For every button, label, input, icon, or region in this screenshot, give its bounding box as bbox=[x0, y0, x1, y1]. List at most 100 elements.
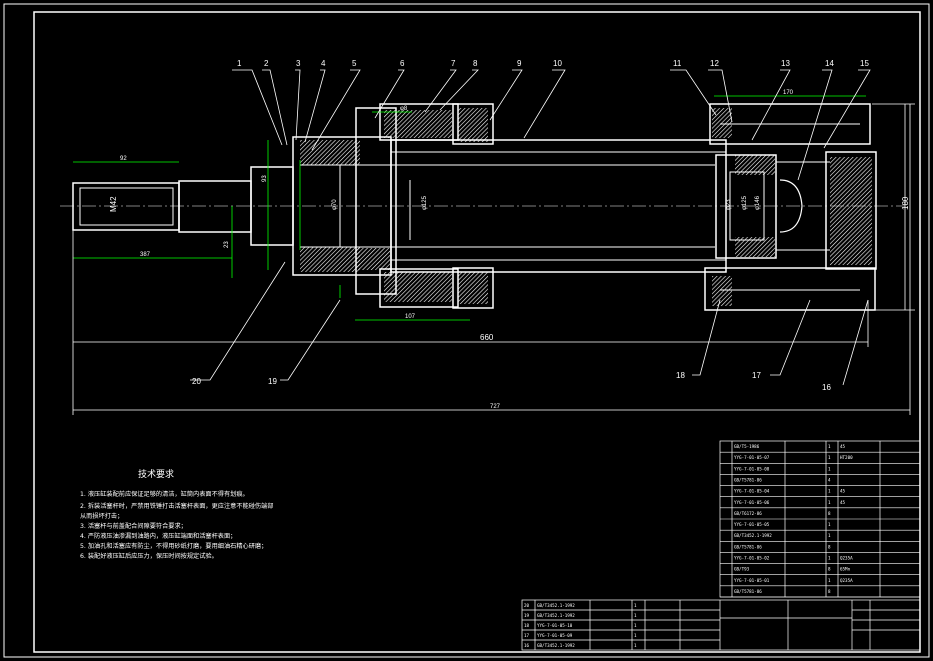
parts-cell: 1 bbox=[828, 533, 831, 538]
parts-cell: Q235A bbox=[840, 578, 853, 583]
parts-cell: 45 bbox=[840, 444, 846, 449]
dim-92: 92 bbox=[120, 156, 127, 162]
dim-thin-dia: φ23 bbox=[726, 199, 732, 210]
tech-req-item-2: 2. 拆装活塞杆时，严禁用铁锤打击活塞杆表面，更应注意不能碰伤端部 bbox=[80, 502, 274, 510]
cylinder-barrel bbox=[390, 139, 727, 273]
parts-cell: GB/T5781-86 bbox=[734, 478, 762, 483]
parts-cell: YYG-7-01-05-01 bbox=[734, 578, 770, 583]
cylinder-assembly bbox=[72, 103, 877, 311]
parts-cell: 1 bbox=[828, 500, 831, 505]
parts-cell: 45 bbox=[840, 500, 846, 505]
title-block-cell: YYG-7-01-05-10 bbox=[537, 623, 573, 628]
parts-cell: GB/T93 bbox=[734, 567, 750, 572]
part-number-12: 12 bbox=[710, 59, 719, 68]
tech-req-item-1: 1. 液压缸装配前应保证足够的清洁，缸筒内表面不得有划痕。 bbox=[80, 490, 249, 498]
tech-req-item-3: 从而损坏打击； bbox=[80, 512, 123, 520]
tech-req-item-6: 5. 加油孔和活塞应有防尘，不得用砂纸打磨，要用细油石精心研磨； bbox=[80, 542, 267, 550]
part-number-17: 17 bbox=[752, 371, 761, 380]
title-block-cell: 1 bbox=[634, 613, 637, 618]
dim-d8: φ8 bbox=[400, 106, 408, 112]
title-block-cell: GB/T3452.1-1992 bbox=[537, 643, 575, 648]
dim-93: 93 bbox=[262, 175, 268, 182]
part-number-5: 5 bbox=[352, 59, 357, 68]
part-number-18: 18 bbox=[676, 371, 685, 380]
parts-cell: YYG-7-01-05-02 bbox=[734, 556, 770, 561]
parts-cell: YYG-7-01-05-08 bbox=[734, 466, 770, 471]
dim-180: 180 bbox=[901, 196, 910, 210]
oil-port-boss bbox=[452, 103, 494, 145]
tech-req-item-5: 4. 严防液压油渗漏到油路内，液压缸端面和活塞杆表面； bbox=[80, 532, 236, 540]
dim-body-dia: φ146 bbox=[755, 195, 761, 210]
title-block bbox=[521, 599, 921, 651]
dimension-lines bbox=[73, 95, 866, 321]
part-number-4: 4 bbox=[321, 59, 326, 68]
tech-req-item-7: 6. 装配好液压缸后应压力，保压时间按规定试验。 bbox=[80, 552, 218, 560]
title-block-cell: GB/T3452.1-1992 bbox=[537, 603, 575, 608]
parts-cell: GB/T5-1986 bbox=[734, 444, 760, 449]
part-number-19: 19 bbox=[268, 377, 277, 386]
part-number-10: 10 bbox=[553, 59, 562, 68]
title-block-cell: 1 bbox=[634, 633, 637, 638]
dim-23: 23 bbox=[224, 241, 230, 248]
parts-cell: 8 bbox=[828, 511, 831, 516]
parts-cell: 8 bbox=[828, 589, 831, 594]
section-hatching bbox=[300, 108, 872, 306]
dim-rod-dia: φ70 bbox=[332, 199, 338, 210]
leader-lines bbox=[190, 69, 871, 386]
parts-cell: GB/T6172-86 bbox=[734, 511, 762, 516]
overall-dimension-lines bbox=[72, 103, 915, 415]
parts-cell: 1 bbox=[828, 466, 831, 471]
parts-cell: Q235A bbox=[840, 556, 853, 561]
parts-cell: YYG-7-01-05-07 bbox=[734, 455, 770, 460]
title-block-cell: 17 bbox=[524, 633, 530, 638]
tech-req-item-4: 3. 活塞杆与前盖配合间隙要符合要求； bbox=[80, 522, 187, 530]
parts-cell: 1 bbox=[828, 455, 831, 460]
dim-727: 727 bbox=[490, 404, 501, 410]
title-block-cell: 1 bbox=[634, 623, 637, 628]
tie-rod-top bbox=[709, 103, 871, 145]
parts-cell: 45 bbox=[840, 489, 846, 494]
part-number-9: 9 bbox=[517, 59, 522, 68]
parts-cell: YYG-7-01-05-04 bbox=[734, 489, 770, 494]
parts-cell: YYG-7-01-05-06 bbox=[734, 500, 770, 505]
parts-cell: 1 bbox=[828, 489, 831, 494]
dim-piston-dia: φ125 bbox=[742, 195, 748, 210]
parts-cell: HT200 bbox=[840, 455, 853, 460]
part-number-6: 6 bbox=[400, 59, 405, 68]
part-number-7: 7 bbox=[451, 59, 456, 68]
dim-bore-dia: φ125 bbox=[422, 195, 428, 210]
parts-cell: 4 bbox=[828, 478, 831, 483]
part-number-2: 2 bbox=[264, 59, 269, 68]
parts-cell: GB/T5781-86 bbox=[734, 589, 762, 594]
part-number-13: 13 bbox=[781, 59, 790, 68]
outer-border bbox=[3, 3, 930, 658]
parts-cell: 1 bbox=[828, 556, 831, 561]
dim-387: 387 bbox=[140, 252, 151, 258]
dim-107: 107 bbox=[405, 314, 416, 320]
part-number-1: 1 bbox=[237, 59, 242, 68]
parts-cell: 8 bbox=[828, 567, 831, 572]
parts-cell: GB/T3452.1-1992 bbox=[734, 533, 772, 538]
part-number-20: 20 bbox=[192, 377, 201, 386]
title-block-cell: 19 bbox=[524, 613, 530, 618]
title-block-cell: GB/T3452.1-1992 bbox=[537, 613, 575, 618]
title-block-cell: 18 bbox=[524, 623, 530, 628]
part-number-3: 3 bbox=[296, 59, 301, 68]
rear-head bbox=[825, 151, 877, 270]
tech-req-title: 技术要求 bbox=[138, 468, 174, 480]
part-number-8: 8 bbox=[473, 59, 478, 68]
parts-cell: 1 bbox=[828, 578, 831, 583]
title-block-cell: 16 bbox=[524, 643, 530, 648]
piston-rod bbox=[178, 180, 252, 233]
title-block-cell: 1 bbox=[634, 603, 637, 608]
title-block-cell: 20 bbox=[524, 603, 530, 608]
title-block-cell: YYG-7-01-05-09 bbox=[537, 633, 573, 638]
tie-rod-bottom bbox=[704, 267, 876, 311]
part-number-16: 16 bbox=[822, 383, 831, 392]
title-block-cell: 1 bbox=[634, 643, 637, 648]
dim-170: 170 bbox=[783, 90, 794, 96]
inner-border bbox=[33, 11, 921, 653]
